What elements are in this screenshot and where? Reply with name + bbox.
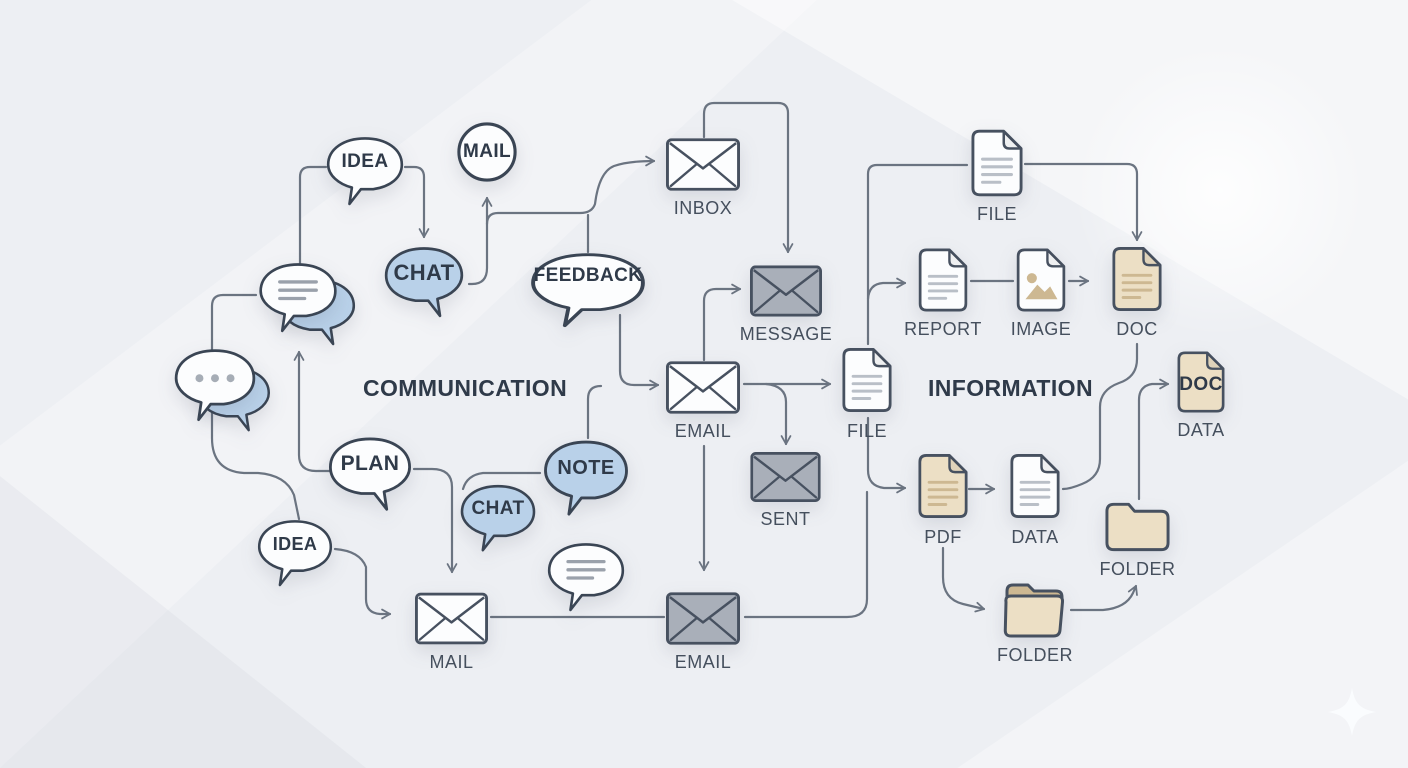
- envelope-icon: [666, 138, 740, 191]
- bubble-label: IDEA: [341, 150, 389, 172]
- node-folder-bottom: FOLDER: [997, 581, 1073, 665]
- envelope-icon: [666, 592, 740, 645]
- node-label: REPORT: [904, 319, 982, 339]
- folder-open-icon: [1000, 581, 1070, 638]
- node-report: REPORT: [904, 248, 981, 339]
- file-icon: [918, 452, 968, 520]
- bubble-label: MAIL: [462, 141, 512, 162]
- bubble-label: CHAT: [393, 259, 455, 285]
- arrow-idea-to-mailbottom: [333, 547, 392, 620]
- bubble-label: IDEA: [272, 533, 318, 554]
- node-label: DATA: [1011, 527, 1059, 547]
- node-idea-top: IDEA: [323, 136, 407, 208]
- sparkle-icon: [1328, 688, 1376, 736]
- bubble-label: NOTE: [557, 456, 615, 479]
- node-label: IMAGE: [1010, 319, 1072, 339]
- section-title-information: INFORMATION: [928, 375, 1093, 401]
- file-icon: [971, 129, 1023, 197]
- chat-bubbles-lines: [255, 262, 363, 352]
- node-chat-top: CHAT: [381, 246, 467, 320]
- node-label: FILE: [976, 204, 1018, 224]
- node-mail-circle: MAIL: [456, 121, 518, 183]
- node-doc: DOC: [1112, 246, 1162, 339]
- node-note: NOTE: [541, 438, 631, 520]
- connector-doc-to-data: [1061, 342, 1139, 491]
- file-icon-text: DOC: [1179, 374, 1223, 396]
- envelope-icon: [750, 452, 821, 502]
- node-image: IMAGE: [1011, 248, 1071, 339]
- node-label: EMAIL: [674, 652, 732, 672]
- envelope-icon: [666, 361, 740, 414]
- node-feedback: FEEDBACK: [527, 252, 649, 330]
- node-label: DATA: [1177, 420, 1225, 440]
- node-inbox: INBOX: [666, 138, 740, 218]
- connector-note-stem: [586, 384, 603, 440]
- ellipsis-bubble-icon: [170, 348, 260, 424]
- background-glow: [1060, 30, 1380, 350]
- node-label: EMAIL: [674, 421, 732, 441]
- node-label: SENT: [760, 509, 811, 529]
- file-icon: [842, 346, 892, 414]
- arrow-chat-to-mail: [467, 196, 493, 286]
- bubble-label: PLAN: [340, 452, 400, 476]
- node-label: MESSAGE: [739, 324, 833, 344]
- folder-icon: [1103, 500, 1172, 552]
- node-label: FOLDER: [996, 645, 1074, 665]
- node-label: MAIL: [429, 652, 474, 672]
- node-label: PDF: [924, 527, 962, 547]
- text-bubble-icon: [545, 542, 627, 614]
- arrow-folder-to-datadoc: [1137, 378, 1170, 501]
- bubble-label: FEEDBACK: [533, 265, 643, 287]
- node-label: FOLDER: [1099, 559, 1176, 579]
- node-chat-bottom: CHAT: [458, 482, 538, 556]
- text-bubble-bottom: [545, 542, 627, 614]
- arrow-branch-to-report: [866, 277, 907, 301]
- arrow-pdf-to-folderbottom: [941, 546, 986, 613]
- file-icon: [918, 248, 968, 312]
- node-data-center: DATA: [1010, 452, 1060, 547]
- node-email-center: EMAIL: [666, 361, 740, 441]
- file-icon: [1010, 452, 1060, 520]
- arrow-email-to-message: [702, 283, 742, 362]
- node-label: FILE: [846, 421, 888, 441]
- node-sent: SENT: [750, 452, 821, 529]
- node-folder-right: FOLDER: [1099, 500, 1175, 579]
- node-file-center: FILE: [842, 346, 892, 441]
- node-pdf: PDF: [918, 452, 968, 547]
- text-bubble-icon: [255, 262, 341, 335]
- file-icon: [1112, 246, 1162, 312]
- node-plan: PLAN: [326, 434, 414, 516]
- arrow-branch-to-sent: [764, 382, 792, 446]
- node-idea-bottom: IDEA: [255, 519, 335, 589]
- node-label: INBOX: [673, 198, 733, 218]
- node-mail-bottom: MAIL: [415, 592, 488, 672]
- envelope-icon: [750, 265, 822, 317]
- image-icon: [1016, 248, 1066, 312]
- section-title-communication: COMMUNICATION: [363, 375, 568, 401]
- arrow-plan-to-mailbottom: [412, 467, 458, 574]
- node-file-top: FILE: [971, 129, 1023, 224]
- envelope-icon: [415, 592, 488, 645]
- node-message: MESSAGE: [740, 265, 832, 344]
- node-email-bottom: EMAIL: [666, 592, 740, 672]
- arrow-filetop-to-doc: [1023, 162, 1143, 242]
- arrow-folderbottom-to-folder: [1069, 584, 1138, 612]
- arrow-idea-to-chat: [403, 165, 430, 239]
- node-data-right: DOC DATA: [1174, 351, 1228, 440]
- node-label: DOC: [1116, 319, 1158, 339]
- bubble-label: CHAT: [471, 498, 525, 520]
- chat-bubbles-dots: [170, 348, 280, 440]
